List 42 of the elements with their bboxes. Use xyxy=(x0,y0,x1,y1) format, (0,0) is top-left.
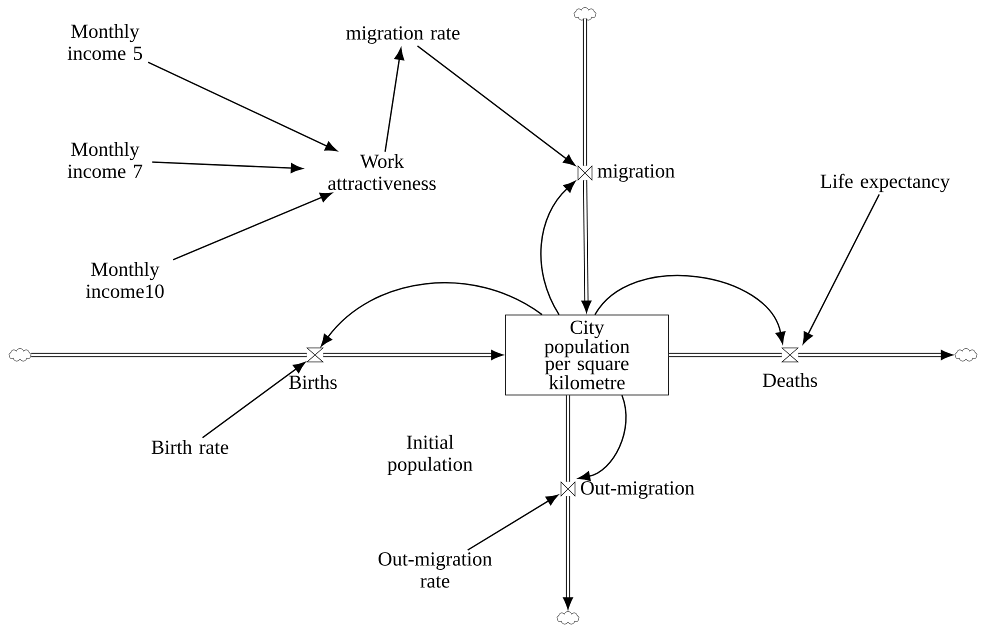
flow-pipe xyxy=(581,180,592,314)
valve-symbol xyxy=(781,348,799,362)
flow-pipe xyxy=(323,350,504,360)
arrow xyxy=(148,62,338,152)
flow-pipe xyxy=(798,350,954,360)
valve-symbol xyxy=(306,348,324,362)
variable-label: Monthly income 7 xyxy=(68,142,142,178)
arrow xyxy=(540,180,576,315)
flow-pipe xyxy=(31,352,307,358)
arrow xyxy=(320,282,542,346)
variable-label: Work attractiveness xyxy=(328,154,436,190)
cloud-symbol xyxy=(556,611,580,624)
flow-label: Out-migration xyxy=(581,481,694,499)
cloud-symbol xyxy=(8,348,32,362)
variable-label: Birth rate xyxy=(152,440,228,454)
variable-label: migration rate xyxy=(346,26,460,44)
variable-label: Initial population xyxy=(388,434,472,476)
variable-label: Life expectancy xyxy=(820,174,950,192)
flow-pipe xyxy=(668,352,782,358)
cloud-symbol xyxy=(954,348,978,362)
arrow xyxy=(172,192,332,260)
arrow xyxy=(594,274,786,344)
variable-label: Out-migration rate xyxy=(378,552,492,588)
arrow xyxy=(202,362,306,438)
variable-label: Monthly income 5 xyxy=(68,24,142,60)
arrow xyxy=(578,395,627,482)
arrow xyxy=(417,45,576,166)
cloud-symbol xyxy=(574,7,596,20)
flow-label: migration xyxy=(598,164,675,182)
flow-pipe xyxy=(566,395,570,482)
arrow xyxy=(467,494,558,551)
arrow xyxy=(802,194,880,344)
arrow xyxy=(384,48,404,152)
flow-pipe xyxy=(562,496,574,610)
flow-pipe xyxy=(582,18,588,166)
stock-box: City population per square kilometre xyxy=(505,314,669,396)
flow-label: Deaths xyxy=(762,372,818,388)
arrow xyxy=(152,161,303,174)
flow-label: Births xyxy=(289,374,337,390)
variable-label: Monthly income10 xyxy=(86,262,164,298)
valve-symbol xyxy=(560,481,576,497)
valve-symbol xyxy=(578,165,592,181)
